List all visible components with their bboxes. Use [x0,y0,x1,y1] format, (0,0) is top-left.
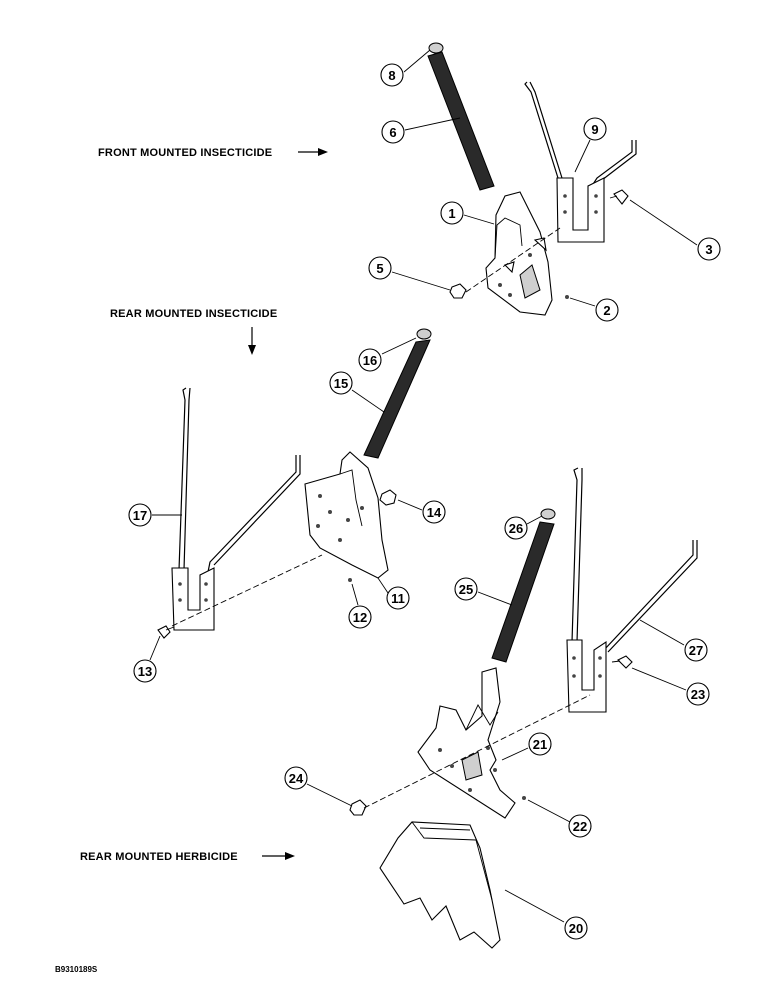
svg-text:5: 5 [376,261,383,276]
callout-13 [133,659,157,683]
callout-8 [380,63,404,87]
svg-text:6: 6 [389,125,396,140]
callout-16 [358,348,382,372]
svg-text:9: 9 [591,122,598,137]
callout-9 [583,117,607,141]
figure-id: B9310189S [55,965,98,974]
callout-12 [348,605,372,629]
callout-14 [422,500,446,524]
rod-left-part-9 [524,81,559,179]
svg-text:20: 20 [569,921,583,936]
bolt-part-3 [613,189,629,205]
svg-text:26: 26 [509,521,523,536]
svg-text:16: 16 [363,353,377,368]
cap-part-16 [416,328,432,340]
arrow-right-icon [262,852,295,860]
callout-2 [595,298,619,322]
callout-27 [684,638,708,662]
callouts: 8 6 9 1 3 5 2 16 15 17 [128,49,721,940]
arrow-right-icon [298,148,328,156]
svg-text:14: 14 [427,505,442,520]
svg-text:21: 21 [533,737,547,752]
callout-17 [128,503,152,527]
tube-part-15 [363,339,431,459]
callout-23 [686,682,710,706]
callout-11 [386,586,410,610]
svg-text:22: 22 [573,819,587,834]
u-bracket-part-9 [556,177,605,243]
bracket-part-21 [417,667,516,819]
svg-text:27: 27 [689,643,703,658]
u-bracket-part-17 [171,567,215,631]
nut-part-5 [449,283,467,299]
washer-part-2 [565,295,569,299]
svg-text:24: 24 [289,771,304,786]
svg-text:15: 15 [334,376,348,391]
rear-insecticide-assembly [157,328,432,639]
callout-21 [528,732,552,756]
shield-part-20 [379,821,501,949]
washer-part-22 [522,796,526,800]
washer-part-12 [348,578,352,582]
callout-24 [284,766,308,790]
bracket-part-1 [485,191,553,316]
callout-25 [454,577,478,601]
svg-text:17: 17 [133,508,147,523]
svg-text:2: 2 [603,303,610,318]
tube-part-25 [491,521,555,663]
bolt-part-23 [617,655,633,669]
nut-part-14 [379,489,397,506]
callout-3 [697,237,721,261]
label-front-mounted-insecticide: FRONT MOUNTED INSECTICIDE [98,147,272,159]
tube-part-6 [427,51,495,191]
svg-text:23: 23 [691,687,705,702]
bolt-part-13 [157,625,171,639]
rear-herbicide-assembly [349,467,698,949]
svg-text:11: 11 [391,591,405,606]
svg-text:3: 3 [705,242,712,257]
callout-20 [564,916,588,940]
callout-1 [440,201,464,225]
rod-part-17 [178,387,187,571]
nut-part-24 [349,799,367,816]
callout-5 [368,256,392,280]
callout-26 [504,516,528,540]
label-rear-mounted-insecticide: REAR MOUNTED INSECTICIDE [110,308,277,320]
svg-text:12: 12 [353,610,367,625]
arrow-down-icon [248,327,256,355]
bracket-part-11 [304,451,389,579]
u-bracket-part-27 [566,639,607,713]
front-assembly [427,42,637,316]
svg-text:1: 1 [448,206,455,221]
rod-part-27 [571,467,579,643]
callout-15 [329,371,353,395]
cap-part-8 [428,42,444,54]
svg-text:8: 8 [388,68,395,83]
svg-text:25: 25 [459,582,473,597]
callout-6 [381,120,405,144]
label-rear-mounted-herbicide: REAR MOUNTED HERBICIDE [80,851,238,863]
cap-part-26 [540,508,556,520]
callout-22 [568,814,592,838]
svg-text:13: 13 [138,664,152,679]
